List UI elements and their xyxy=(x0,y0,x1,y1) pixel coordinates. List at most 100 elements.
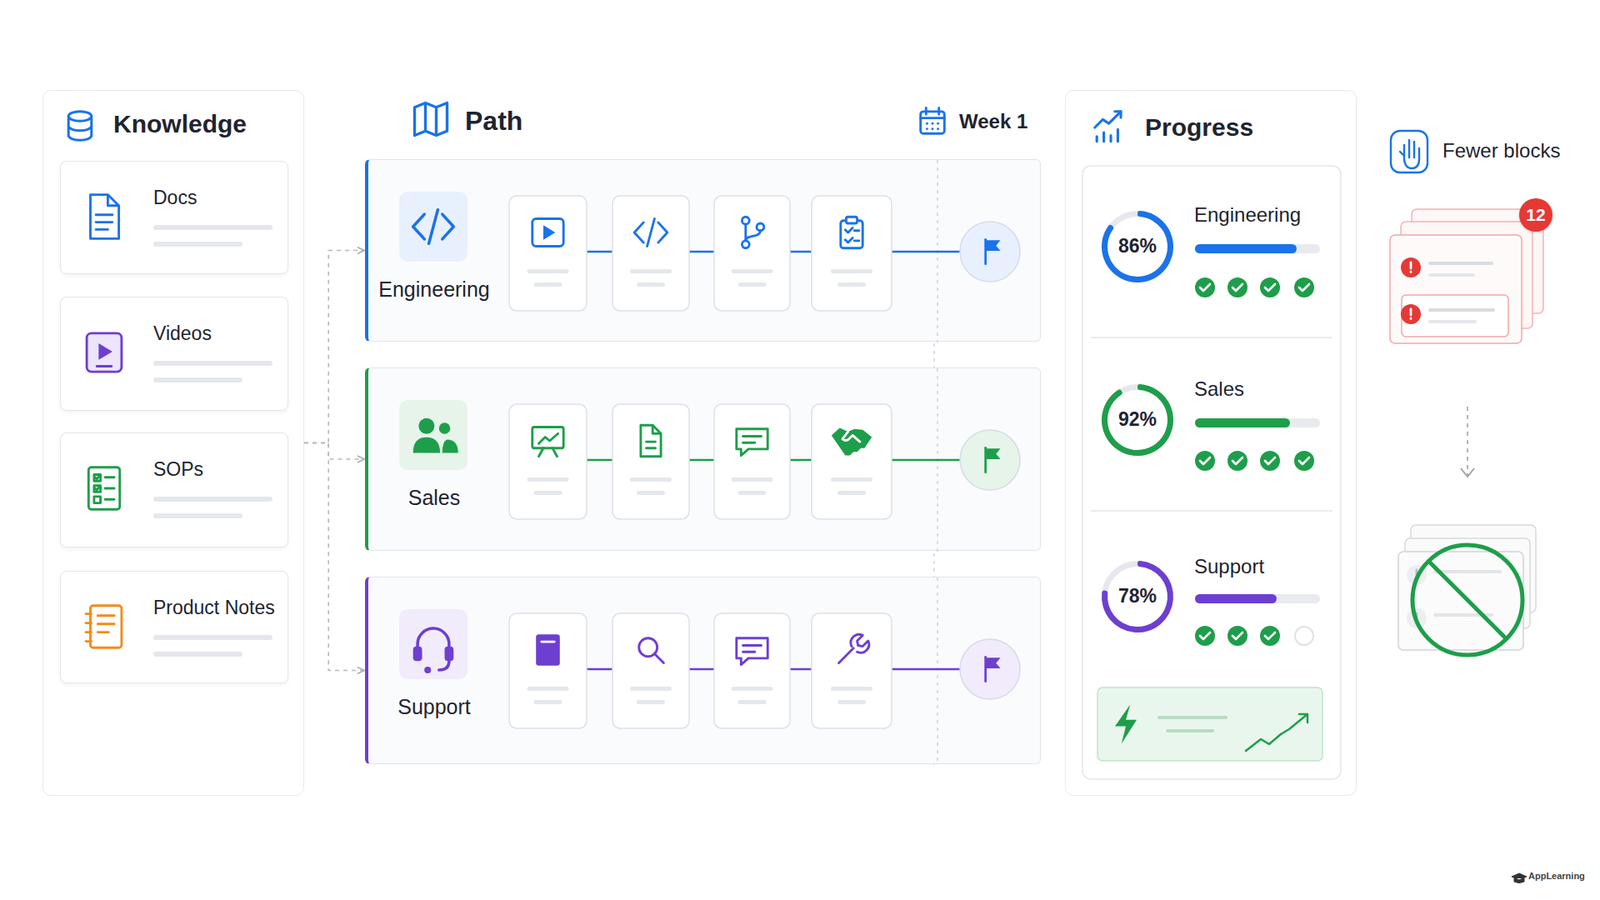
icon-stroke xyxy=(743,436,762,444)
node-art xyxy=(368,160,1045,343)
check-dot xyxy=(1227,625,1248,646)
icon xyxy=(415,103,448,136)
placeholder-bar xyxy=(153,377,243,383)
ring xyxy=(1101,560,1174,633)
placeholder-bar xyxy=(630,686,672,691)
check-mark xyxy=(1232,457,1243,465)
node-art xyxy=(368,368,1045,552)
placeholder-bar xyxy=(534,700,563,705)
icon xyxy=(85,605,122,649)
step-card xyxy=(811,613,892,729)
check-dot xyxy=(1227,277,1248,298)
icon-dot xyxy=(936,122,940,125)
icon xyxy=(413,628,455,674)
icon xyxy=(1095,111,1121,142)
source-card: Docs xyxy=(60,160,289,275)
icon-dot xyxy=(931,122,935,125)
placeholder-bar xyxy=(837,490,866,495)
icon-stroke xyxy=(439,660,450,670)
icon-stroke xyxy=(413,214,425,240)
placeholder-bar xyxy=(153,513,243,519)
node-art xyxy=(368,577,1045,765)
icon xyxy=(1115,705,1137,745)
step-card xyxy=(612,404,690,520)
icon-stroke xyxy=(736,429,768,456)
check-dot xyxy=(1294,450,1315,471)
placeholder-bar xyxy=(837,700,866,705)
icon xyxy=(639,638,665,664)
icon xyxy=(920,108,945,135)
icon-stroke xyxy=(985,448,1001,460)
section-heading: Path xyxy=(465,105,523,137)
block-card xyxy=(1390,235,1522,344)
path-lane-text: Engineering xyxy=(368,276,500,302)
logo-cap xyxy=(1511,873,1527,884)
progress-fill xyxy=(1195,244,1297,254)
placeholder-bar xyxy=(731,477,774,482)
milestone-circle xyxy=(960,430,1020,490)
placeholder-bar xyxy=(527,269,570,274)
check-mark xyxy=(1200,632,1210,640)
icon xyxy=(736,638,768,665)
block-row xyxy=(1401,295,1509,337)
node-art xyxy=(1065,90,1358,797)
icon-stroke xyxy=(1115,705,1137,745)
icon-stroke xyxy=(68,111,92,141)
icon-stroke xyxy=(1095,111,1121,128)
ring xyxy=(1101,210,1174,283)
icon xyxy=(741,216,764,248)
source-card-text: Videos xyxy=(153,322,212,346)
icon-stroke xyxy=(413,437,440,454)
placeholder-line xyxy=(1430,308,1494,312)
placeholder-line xyxy=(1430,320,1475,324)
icon-dot xyxy=(418,418,435,435)
placeholder-bar xyxy=(153,635,273,640)
check-dot xyxy=(1294,277,1315,298)
progress-ring: 86% xyxy=(1100,210,1175,284)
icon xyxy=(985,447,1001,472)
alert-dot xyxy=(1400,304,1421,325)
placeholder-line xyxy=(1435,570,1500,574)
icon-stroke xyxy=(97,615,115,633)
check-dot xyxy=(1195,277,1215,298)
icon-stroke xyxy=(831,428,872,456)
icon-stroke xyxy=(647,219,655,247)
icon xyxy=(831,428,872,456)
icon-dot xyxy=(931,127,935,130)
progress-track xyxy=(1195,594,1320,604)
knowledge-panel: KnowledgeDocsVideosSOPsProduct Notes xyxy=(42,90,305,796)
icon-stroke xyxy=(442,439,459,453)
icon-stroke xyxy=(429,210,439,245)
placeholder-bar xyxy=(738,490,767,495)
icon-stroke xyxy=(839,634,870,663)
icon-stroke xyxy=(1400,140,1420,169)
boost-box xyxy=(1097,687,1323,761)
icon-stroke xyxy=(743,645,762,653)
step-card xyxy=(811,404,892,520)
placeholder-bar xyxy=(738,282,767,287)
check-dot xyxy=(1260,625,1280,646)
step-card xyxy=(612,613,690,729)
check-mark xyxy=(1265,632,1275,640)
icon xyxy=(736,429,768,456)
placeholder-bar xyxy=(153,225,273,230)
dashed-connector xyxy=(304,443,365,460)
icon-dot xyxy=(925,122,929,125)
path-lane-text: Sales xyxy=(368,485,500,510)
icon-rect xyxy=(86,333,122,372)
placeholder-bar xyxy=(534,282,563,287)
icon xyxy=(532,427,564,457)
step-card xyxy=(612,195,690,311)
no-block-circle xyxy=(1412,545,1523,655)
icon-stroke xyxy=(90,195,120,240)
icon-stroke xyxy=(95,215,113,230)
icon-rect xyxy=(413,646,423,662)
ring-arc xyxy=(1101,384,1174,456)
icon-rect xyxy=(532,219,564,247)
path-lane: Engineering xyxy=(365,159,1041,342)
placeholder-bar xyxy=(534,490,563,495)
check-mark xyxy=(1200,284,1210,291)
icon xyxy=(985,239,1001,264)
team-name: Support xyxy=(1194,555,1265,580)
